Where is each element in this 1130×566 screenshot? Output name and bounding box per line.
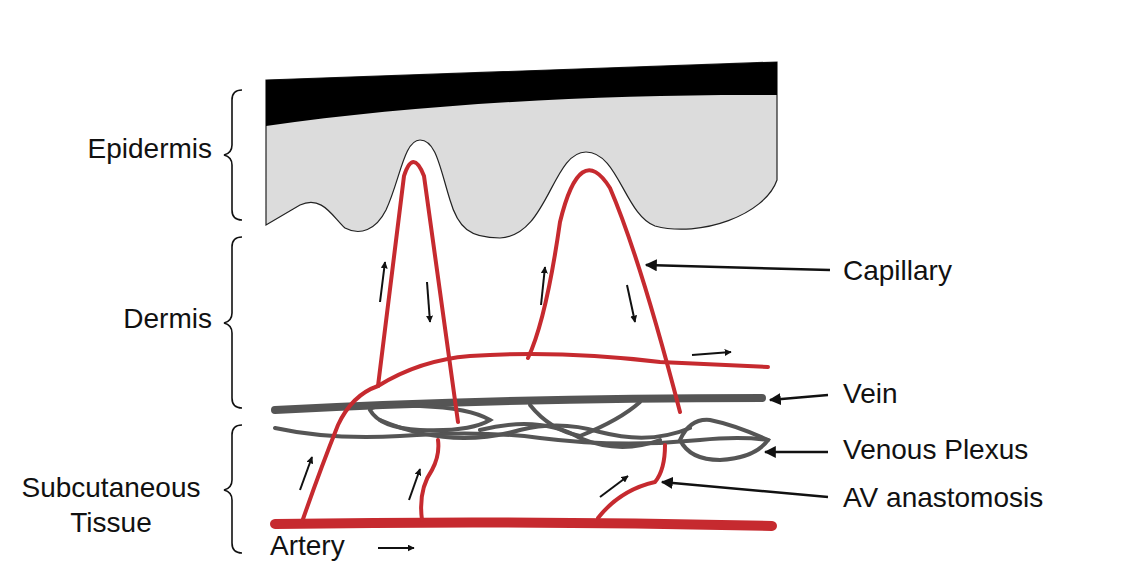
layer-label: Dermis xyxy=(123,301,212,336)
flow-arrows xyxy=(300,262,731,548)
stratum-corneum xyxy=(266,62,777,126)
layer-braces xyxy=(224,90,242,553)
layer-label: Epidermis xyxy=(88,131,212,166)
leader-lines xyxy=(646,265,830,497)
arterial-vessels xyxy=(275,162,772,526)
part-label: Capillary xyxy=(843,253,952,288)
part-label: Artery xyxy=(270,528,345,563)
epidermis-layer xyxy=(266,62,777,238)
part-label: AV anastomosis xyxy=(843,480,1043,515)
part-label: Venous Plexus xyxy=(843,432,1028,467)
part-label: Vein xyxy=(843,376,898,411)
layer-label: Subcutaneous Tissue xyxy=(4,470,218,540)
